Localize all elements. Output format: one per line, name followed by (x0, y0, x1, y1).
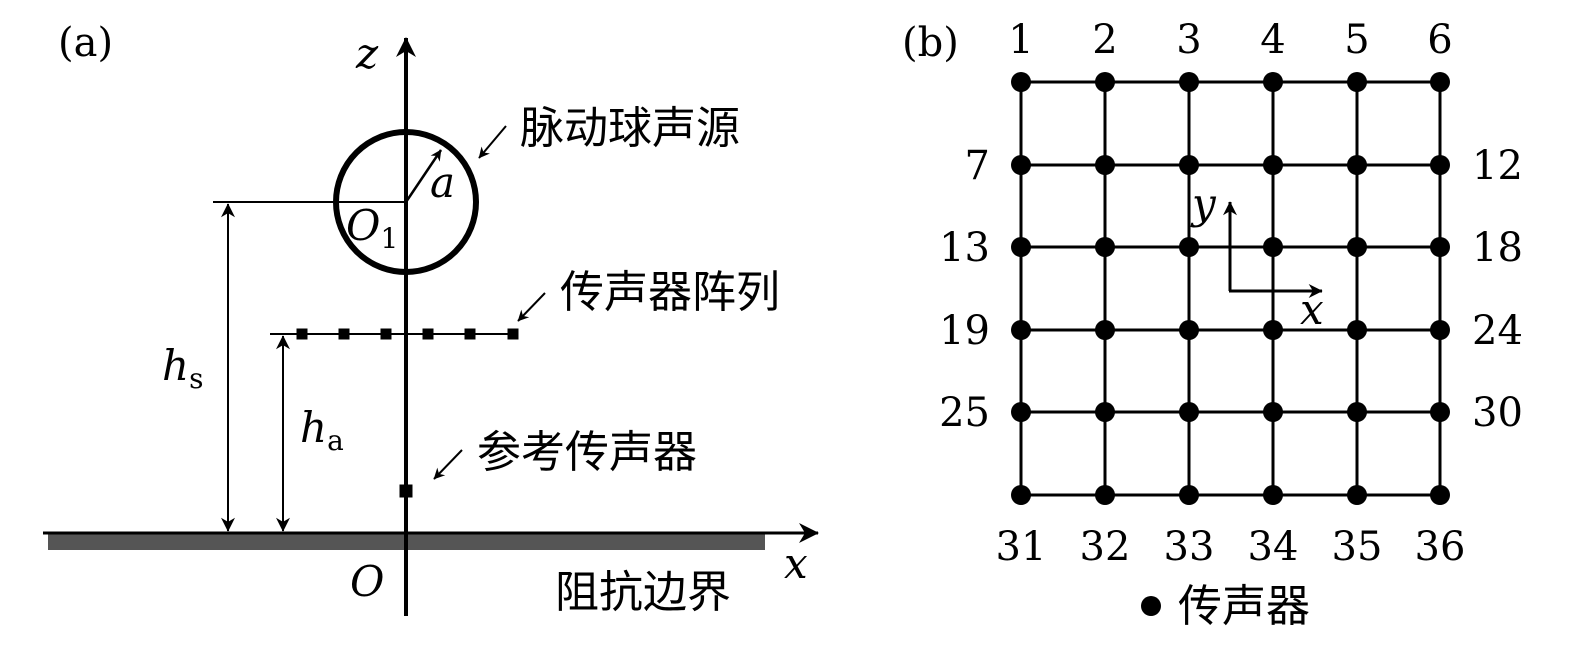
microphone-dot (1430, 485, 1450, 505)
microphone-dot (1095, 485, 1115, 505)
grid-y-axis-label: y (1190, 179, 1217, 228)
array-pointer-arrow (517, 292, 546, 322)
microphone-dot (1011, 485, 1031, 505)
microphone-dot (1011, 155, 1031, 175)
microphone-dot (1263, 485, 1283, 505)
microphone-dot (1179, 402, 1199, 422)
microphone-dot (1430, 237, 1450, 257)
microphone-dot (1347, 402, 1367, 422)
microphone-dot (1179, 72, 1199, 92)
microphone-dot (1347, 155, 1367, 175)
microphone-dot (1095, 72, 1115, 92)
reference-pointer-arrow (433, 449, 463, 480)
mic-number-left: 13 (939, 225, 990, 271)
microphone-dot (1095, 237, 1115, 257)
mic-number-bottom: 33 (1164, 524, 1215, 570)
mic-number-bottom: 35 (1332, 524, 1383, 570)
microphone-dot (1430, 320, 1450, 340)
radius-arrow (404, 149, 443, 203)
microphone-dot (1263, 72, 1283, 92)
microphone-dot (1179, 485, 1199, 505)
microphone-grid-lines (1019, 80, 1442, 497)
panel-a: (a) z x O 阻抗边界 a O1 脉动球声源 hs 传声器阵列 ha (43, 20, 819, 618)
mic-number-top: 2 (1092, 17, 1117, 63)
mic-number-bottom: 36 (1415, 524, 1466, 570)
mic-number-left: 19 (939, 308, 990, 354)
mic-number-left: 7 (965, 143, 990, 189)
microphone-dot (1347, 485, 1367, 505)
microphone-dot (1263, 237, 1283, 257)
z-axis-label: z (355, 29, 379, 78)
mic-number-top: 1 (1008, 17, 1033, 63)
source-height-label: hs (162, 341, 203, 395)
microphone-dot (1095, 402, 1115, 422)
mic-number-top: 5 (1344, 17, 1369, 63)
mic-number-top: 6 (1427, 17, 1452, 63)
array-microphone (464, 328, 476, 340)
sphere-center-letter: O (346, 201, 380, 250)
microphone-array (296, 328, 519, 340)
microphone-dot (1430, 402, 1450, 422)
microphone-array-label: 传声器阵列 (560, 267, 780, 318)
array-microphone (507, 328, 519, 340)
legend-microphone-label: 传声器 (1178, 581, 1310, 632)
microphone-dot (1347, 72, 1367, 92)
array-height-letter: h (300, 403, 327, 452)
microphone-dot (1095, 155, 1115, 175)
microphone-dot (1430, 72, 1450, 92)
source-pointer-arrow (478, 125, 507, 159)
mic-number-bottom: 34 (1248, 524, 1299, 570)
source-height-subscript: s (189, 362, 203, 395)
microphone-dot (1430, 155, 1450, 175)
microphone-dot (1011, 402, 1031, 422)
panel-b-label: (b) (902, 20, 959, 66)
x-axis-label: x (784, 539, 808, 588)
mic-number-right: 12 (1472, 143, 1523, 189)
microphone-dot (1011, 237, 1031, 257)
array-height-subscript: a (327, 424, 344, 457)
array-height-label: ha (300, 403, 344, 457)
array-microphone (422, 328, 434, 340)
mic-number-right: 18 (1472, 225, 1523, 271)
microphone-dot (1011, 320, 1031, 340)
microphone-dot (1347, 237, 1367, 257)
panel-a-label: (a) (58, 20, 113, 66)
pulsating-source-label: 脉动球声源 (520, 103, 740, 154)
mic-number-right: 30 (1472, 390, 1523, 436)
array-microphone (296, 328, 308, 340)
sphere-center-subscript: 1 (380, 222, 398, 255)
mic-number-left: 25 (939, 390, 990, 436)
mic-number-top: 3 (1176, 17, 1201, 63)
reference-microphone-label: 参考传声器 (477, 427, 697, 478)
array-microphone (338, 328, 350, 340)
microphone-dot (1263, 402, 1283, 422)
microphone-grid-dots (1011, 72, 1450, 505)
microphone-dot (1095, 320, 1115, 340)
microphone-dot (1263, 155, 1283, 175)
microphone-dot (1179, 320, 1199, 340)
grid-x-axis-label: x (1300, 285, 1324, 334)
origin-label: O (350, 557, 384, 606)
reference-microphone (399, 484, 413, 498)
legend-microphone-dot (1141, 596, 1161, 616)
microphone-dot (1347, 320, 1367, 340)
impedance-boundary-label: 阻抗边界 (555, 567, 731, 618)
microphone-dot (1263, 320, 1283, 340)
sphere-center-label: O1 (346, 201, 398, 255)
microphone-dot (1011, 72, 1031, 92)
microphone-dot (1179, 237, 1199, 257)
array-microphone (380, 328, 392, 340)
mic-number-top: 4 (1260, 17, 1285, 63)
radius-label: a (430, 158, 455, 207)
mic-number-right: 24 (1472, 308, 1523, 354)
mic-number-bottom: 32 (1080, 524, 1131, 570)
source-height-letter: h (162, 341, 189, 390)
mic-number-bottom: 31 (996, 524, 1047, 570)
microphone-dot (1179, 155, 1199, 175)
